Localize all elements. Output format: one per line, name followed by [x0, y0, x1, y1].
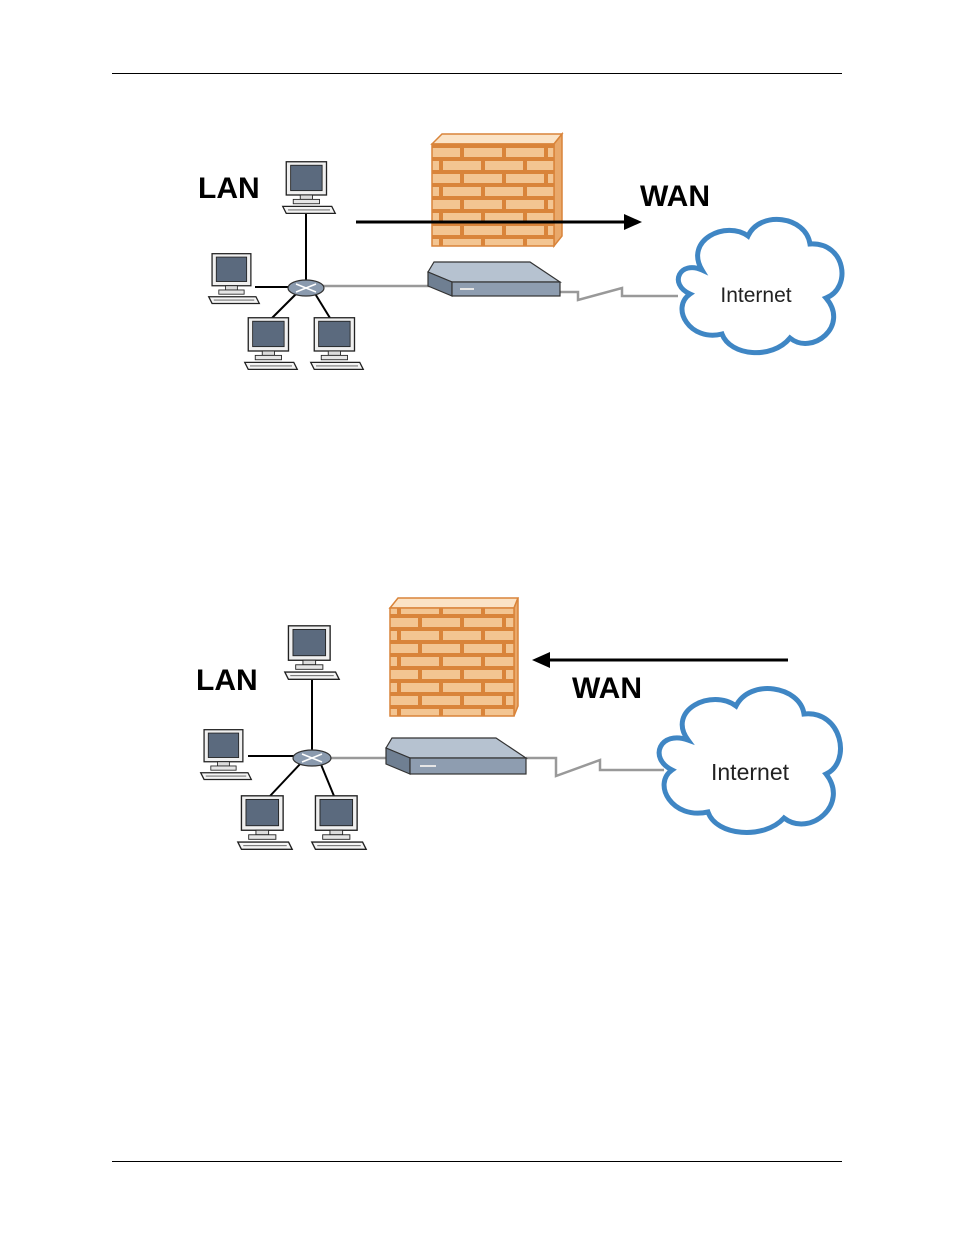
switch-icon [293, 750, 331, 766]
computer-icon [283, 162, 336, 214]
wan-label: WAN [640, 180, 710, 213]
lan-link-bottom-left [270, 762, 302, 796]
router-device-icon [386, 738, 526, 774]
router-device-icon [428, 262, 560, 296]
diagram-outbound: LAN WAN Internet [0, 120, 954, 385]
computer-icon [245, 318, 298, 370]
wan-label: WAN [572, 672, 642, 705]
computer-icon [201, 730, 252, 780]
header-rule [112, 73, 842, 74]
switch-icon [288, 280, 324, 296]
lan-link-bottom-left [272, 292, 298, 318]
traffic-arrow-inbound [532, 652, 788, 668]
firewall-icon [432, 134, 562, 246]
lan-link-bottom-right [320, 762, 334, 796]
internet-label: Internet [720, 284, 791, 307]
computer-icon [209, 254, 260, 304]
footer-rule [112, 1161, 842, 1162]
firewall-icon [390, 598, 518, 716]
computer-icon [311, 318, 364, 370]
diagram-inbound-svg: LAN WAN Internet [0, 590, 954, 855]
computer-icon [312, 796, 366, 849]
lan-label: LAN [198, 172, 260, 205]
wan-link [560, 288, 678, 300]
diagram-inbound: LAN WAN Internet [0, 590, 954, 855]
wan-link [526, 758, 664, 776]
lan-link-bottom-right [314, 292, 330, 318]
computer-icon [238, 796, 292, 849]
diagram-outbound-svg: LAN WAN Internet [0, 120, 954, 385]
internet-label: Internet [711, 759, 790, 785]
computer-icon [285, 626, 339, 679]
lan-label: LAN [196, 664, 258, 697]
